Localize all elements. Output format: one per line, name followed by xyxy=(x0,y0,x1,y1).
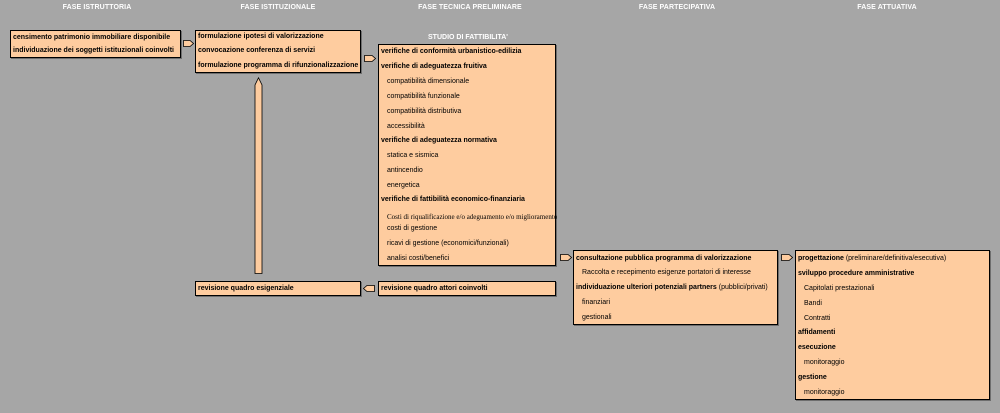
item-monitoraggio-gestione: monitoraggio xyxy=(804,389,845,396)
item-esecuzione: esecuzione xyxy=(798,344,836,351)
studio-title: STUDIO DI FATTIBILITA' xyxy=(428,34,508,41)
item-costi-riqualificazione: Costi di riqualificazione e/o adeguament… xyxy=(387,213,558,221)
arrow-right-icon xyxy=(781,254,793,261)
item-ulteriori-partners-note: (pubblici/privati) xyxy=(716,284,768,291)
item-ulteriori-partners-label: individuazione ulteriori potenziali part… xyxy=(576,284,717,291)
arrow-left-icon xyxy=(363,285,375,292)
item-formulazione-ipotesi: formulazione ipotesi di valorizzazione xyxy=(198,33,324,40)
item-affidamenti: affidamenti xyxy=(798,329,836,336)
header-fase-partecipativa: FASE PARTECIPATIVA xyxy=(638,4,716,11)
item-convocazione-conferenza: convocazione conferenza di servizi xyxy=(198,47,316,54)
item-ulteriori-partners: individuazione ulteriori potenziali part… xyxy=(576,284,768,292)
item-individuazione-soggetti: individuazione dei soggetti istituzional… xyxy=(13,47,175,54)
item-gestione: gestione xyxy=(798,374,827,381)
box-revisione-esigenziale: revisione quadro esigenziale xyxy=(195,281,361,296)
item-costi-gestione: costi di gestione xyxy=(387,225,438,232)
item-antincendio: antincendio xyxy=(387,167,423,174)
item-statica-sismica: statica e sismica xyxy=(387,152,439,159)
item-censimento: censimento patrimonio immobiliare dispon… xyxy=(13,34,171,41)
item-energetica: energetica xyxy=(387,182,420,189)
header-fase-tecnica: FASE TECNICA PRELIMINARE xyxy=(418,4,522,11)
item-revisione-esigenziale: revisione quadro esigenziale xyxy=(198,285,294,292)
item-revisione-attori: revisione quadro attori coinvolti xyxy=(381,285,488,292)
item-adeguatezza-fruitiva: verifiche di adeguatezza fruitiva xyxy=(381,63,487,70)
item-compatibilita-funzionale: compatibilità funzionale xyxy=(387,93,460,100)
item-progettazione: progettazione (preliminare/definitiva/es… xyxy=(798,255,946,263)
arrow-right-icon xyxy=(183,40,194,47)
item-adeguatezza-normativa: verifiche di adeguatezza normativa xyxy=(381,137,497,144)
item-procedure-amministrative: sviluppo procedure amministrative xyxy=(798,270,915,277)
box-istruttoria: censimento patrimonio immobiliare dispon… xyxy=(10,30,181,58)
item-progettazione-label: progettazione xyxy=(798,255,844,262)
item-finanziari: finanziari xyxy=(582,299,611,306)
item-contratti: Contratti xyxy=(804,315,831,322)
item-raccolta-esigenze: Raccolta e recepimento esigenze portator… xyxy=(582,269,751,276)
item-bandi: Bandi xyxy=(804,300,822,307)
arrow-right-icon xyxy=(560,254,572,261)
header-fase-istituzionale: FASE ISTITUZIONALE xyxy=(240,4,316,11)
item-gestionali: gestionali xyxy=(582,314,612,321)
arrow-up-icon xyxy=(254,77,263,274)
item-capitolati: Capitolati prestazionali xyxy=(804,285,875,292)
item-ricavi-gestione: ricavi di gestione (economici/funzionali… xyxy=(387,240,509,247)
item-formulazione-programma: formulazione programma di rifunzionalizz… xyxy=(198,62,359,69)
item-monitoraggio-esecuzione: monitoraggio xyxy=(804,359,845,366)
box-studio-fattibilita: verifiche di conformità urbanistico-edil… xyxy=(378,44,558,266)
box-istituzionale: formulazione ipotesi di valorizzazione c… xyxy=(195,30,361,73)
item-consultazione-pubblica: consultazione pubblica programma di valo… xyxy=(576,255,752,262)
box-revisione-attori: revisione quadro attori coinvolti xyxy=(378,281,556,296)
header-fase-attuativa: FASE ATTUATIVA xyxy=(857,4,917,11)
header-fase-istruttoria: FASE ISTRUTTORIA xyxy=(62,4,132,11)
item-analisi-costi-benefici: analisi costi/benefici xyxy=(387,255,450,262)
item-fattibilita-economica: verifiche di fattibilità economico-finan… xyxy=(381,196,525,203)
item-accessibilita: accessibilità xyxy=(387,123,425,130)
item-conformita-urbanistica: verifiche di conformità urbanistico-edil… xyxy=(381,48,522,55)
box-partecipativa: consultazione pubblica programma di valo… xyxy=(573,250,778,325)
item-compatibilita-dimensionale: compatibilità dimensionale xyxy=(387,78,470,85)
item-compatibilita-distributiva: compatibilità distributiva xyxy=(387,108,462,115)
box-attuativa: progettazione (preliminare/definitiva/es… xyxy=(795,250,990,400)
item-progettazione-note: (preliminare/definitiva/esecutiva) xyxy=(843,255,947,262)
arrow-right-icon xyxy=(364,55,376,62)
